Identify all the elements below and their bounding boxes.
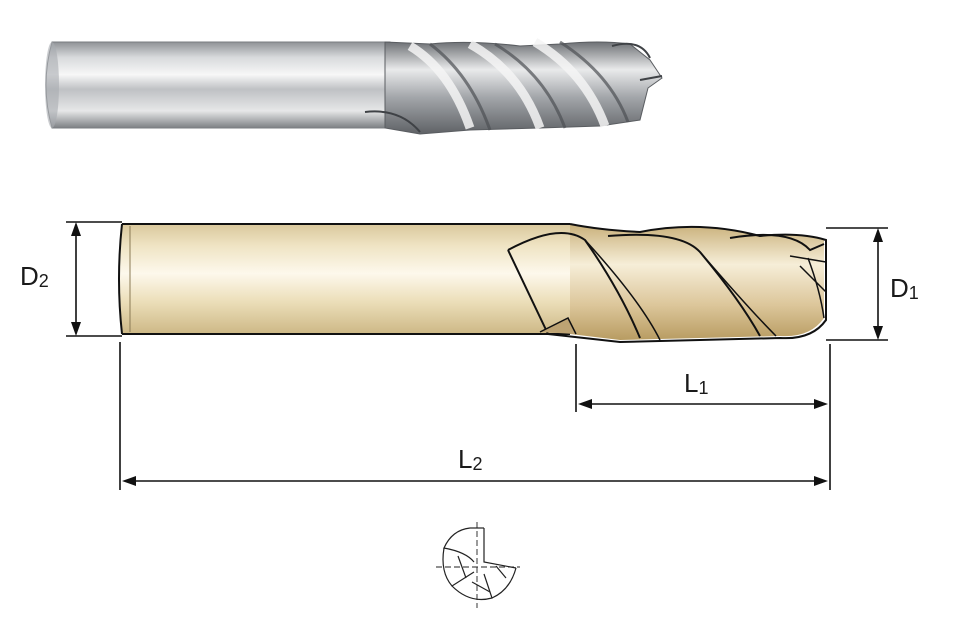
dimension-label-d2: D2 [20, 261, 49, 291]
end-mill-photo-icon [45, 38, 663, 135]
dimension-d2: D2 [20, 221, 122, 337]
dimension-label-d1: D1 [890, 273, 919, 303]
dimension-l1: L1 [578, 368, 828, 409]
end-mill-drawing-icon [118, 223, 827, 344]
three-flute-cross-section-icon [436, 522, 520, 608]
dimension-l2: L2 [122, 444, 828, 486]
dimension-label-l2: L2 [458, 444, 482, 474]
dimension-label-l1: L1 [684, 368, 708, 398]
dimension-d1: D1 [826, 227, 919, 341]
